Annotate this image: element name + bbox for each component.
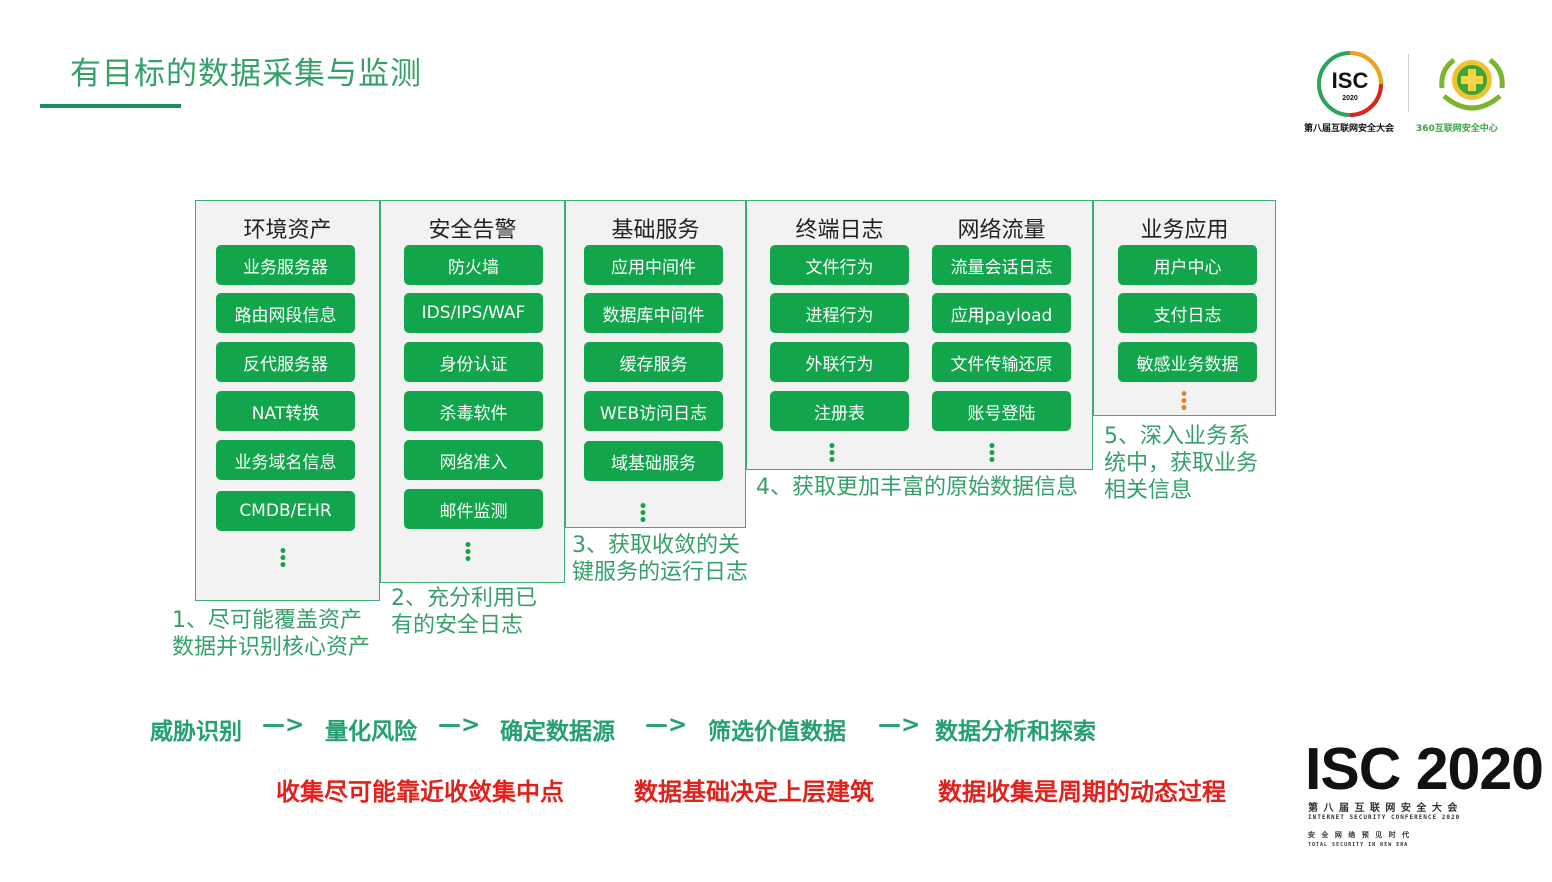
item-identity-auth[interactable]: 身份认证 <box>404 342 543 382</box>
item-user-center[interactable]: 用户中心 <box>1118 245 1257 285</box>
more-items-ellipsis: ••• <box>827 439 837 469</box>
item-web-access-log[interactable]: WEB访问日志 <box>584 391 723 431</box>
360-caption: 360互联网安全中心 <box>1416 124 1498 134</box>
item-business-server[interactable]: 业务服务器 <box>216 245 355 285</box>
caption-1: 1、尽可能覆盖资产数据并识别核心资产 <box>172 608 371 660</box>
item-payment-log[interactable]: 支付日志 <box>1118 293 1257 333</box>
flow-data-analysis: 数据分析和探索 <box>935 719 1096 745</box>
isc-badge-logo: ISC 2020 <box>1317 51 1383 117</box>
isc-logo-line1: 第 八 届 互 联 网 安 全 大 会 <box>1308 803 1459 814</box>
item-reverse-proxy-server[interactable]: 反代服务器 <box>216 342 355 382</box>
item-file-transfer-restore[interactable]: 文件传输还原 <box>932 342 1071 382</box>
flow-arrow: —> <box>262 712 305 738</box>
item-db-middleware[interactable]: 数据库中间件 <box>584 293 723 333</box>
column-header-basic-services: 基础服务 <box>611 218 700 243</box>
column-header-security-alerts: 安全告警 <box>428 218 517 243</box>
item-app-payload[interactable]: 应用payload <box>932 293 1071 333</box>
principle-2: 数据基础决定上层建筑 <box>634 778 874 806</box>
item-sensitive-business-data[interactable]: 敏感业务数据 <box>1118 342 1257 382</box>
flow-filter-valuable-data: 筛选价值数据 <box>708 719 846 745</box>
principle-1: 收集尽可能靠近收敛集中点 <box>276 778 564 806</box>
svg-text:2020: 2020 <box>1342 95 1358 102</box>
item-flow-session-log[interactable]: 流量会话日志 <box>932 245 1071 285</box>
flow-quantify-risk: 量化风险 <box>325 719 417 745</box>
item-cmdb-ehr[interactable]: CMDB/EHR <box>216 491 355 531</box>
more-items-ellipsis: ••• <box>987 439 997 469</box>
column-header-environment-assets: 环境资产 <box>243 218 332 243</box>
title-underline <box>40 104 181 108</box>
caption-3: 3、获取收敛的关键服务的运行日志 <box>572 533 749 585</box>
page-title: 有目标的数据采集与监测 <box>70 56 422 92</box>
svg-text:ISC: ISC <box>1332 68 1369 93</box>
flow-arrow: —> <box>438 712 481 738</box>
caption-4: 4、获取更加丰富的原始数据信息 <box>756 475 1078 500</box>
item-firewall[interactable]: 防火墙 <box>404 245 543 285</box>
item-app-middleware[interactable]: 应用中间件 <box>584 245 723 285</box>
column-header-terminal-logs: 终端日志 <box>795 218 884 243</box>
item-file-behavior[interactable]: 文件行为 <box>770 245 909 285</box>
item-outbound-behavior[interactable]: 外联行为 <box>770 342 909 382</box>
more-items-ellipsis: ••• <box>278 544 288 574</box>
more-items-ellipsis: ••• <box>638 499 648 529</box>
flow-arrow: —> <box>645 712 688 738</box>
principle-3: 数据收集是周期的动态过程 <box>938 778 1226 806</box>
isc-logo-line3: 安 全 网 络 预 见 时 代 <box>1308 831 1412 839</box>
item-process-behavior[interactable]: 进程行为 <box>770 293 909 333</box>
item-antivirus[interactable]: 杀毒软件 <box>404 391 543 431</box>
flow-arrow: —> <box>878 712 921 738</box>
logo-divider <box>1408 54 1409 112</box>
more-items-ellipsis: ••• <box>463 538 473 568</box>
item-registry[interactable]: 注册表 <box>770 391 909 431</box>
360-logo <box>1439 57 1505 111</box>
item-business-domain-info[interactable]: 业务域名信息 <box>216 440 355 480</box>
item-account-login[interactable]: 账号登陆 <box>932 391 1071 431</box>
isc-logo-line4: TOTAL SECURITY IN NEW ERA <box>1308 842 1409 848</box>
caption-2: 2、充分利用已有的安全日志 <box>391 586 537 638</box>
flow-threat-identification: 威胁识别 <box>150 719 242 745</box>
more-items-ellipsis: ••• <box>1179 387 1189 417</box>
flow-determine-data-source: 确定数据源 <box>500 719 615 745</box>
item-domain-service[interactable]: 域基础服务 <box>584 441 723 481</box>
item-ids-ips-waf[interactable]: IDS/IPS/WAF <box>404 293 543 333</box>
item-cache-service[interactable]: 缓存服务 <box>584 342 723 382</box>
isc-caption: 第八届互联网安全大会 <box>1304 124 1395 134</box>
column-header-business-apps: 业务应用 <box>1140 218 1229 243</box>
isc-2020-logo: ISC 2020 <box>1305 736 1544 802</box>
column-header-network-traffic: 网络流量 <box>957 218 1046 243</box>
isc-logo-line2: INTERNET SECURITY CONFERENCE 2020 <box>1308 814 1461 821</box>
item-network-access[interactable]: 网络准入 <box>404 440 543 480</box>
item-nat-translation[interactable]: NAT转换 <box>216 391 355 431</box>
caption-5: 5、深入业务系统中，获取业务相关信息 <box>1104 424 1259 503</box>
item-mail-monitoring[interactable]: 邮件监测 <box>404 489 543 529</box>
item-route-segment-info[interactable]: 路由网段信息 <box>216 293 355 333</box>
